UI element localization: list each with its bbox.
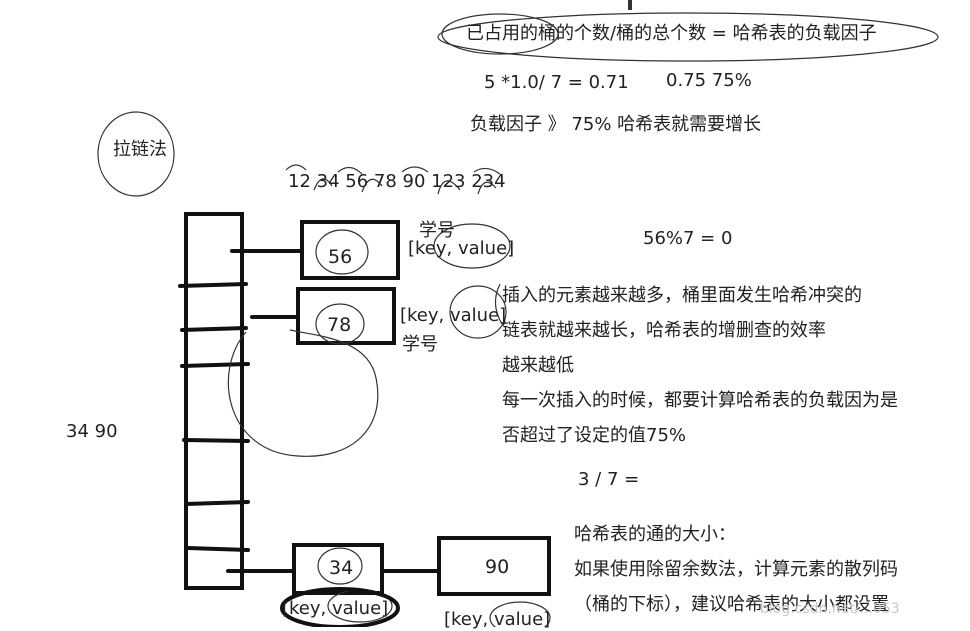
note-line-3: 越来越低: [502, 355, 574, 376]
kv-label-34: [key, value]: [282, 598, 389, 619]
kv-56-circle: [433, 223, 511, 269]
formula-circle-inner: [441, 13, 559, 55]
ratio-label: 3 / 7 =: [578, 469, 640, 490]
kv-label-56: [key, value]: [408, 238, 515, 259]
kv-34-circle-bold: [280, 587, 400, 627]
bucket-dividers: [178, 282, 250, 552]
kv-label-90: [key, value]: [444, 609, 551, 630]
side-keys: 34 90: [66, 421, 118, 442]
size-line-1: 如果使用除留余数法，计算元素的散列码: [574, 559, 898, 580]
link-lines: [226, 249, 441, 573]
node-78-value: 78: [327, 314, 352, 336]
node-90-box: [437, 536, 551, 596]
size-title: 哈希表的通的大小：: [574, 524, 736, 545]
mod-example: 56%7 = 0: [643, 228, 733, 249]
note-line-2: 链表就越来越长，哈希表的增删查的效率: [502, 320, 826, 341]
note-line-1: 插入的元素越来越多，桶里面发生哈希冲突的: [502, 285, 862, 306]
chaining-label: 拉链法: [113, 139, 167, 160]
bucket-scribble: [227, 329, 379, 457]
watermark: blog.csdn.net/...053: [760, 601, 900, 617]
node-90-value: 90: [485, 556, 510, 578]
bucket-array: [184, 212, 244, 590]
note-line-4: 每一次插入的时候，都要计算哈希表的负载因为是: [502, 390, 898, 411]
input-keys: 12 34 56 78 90 123 234: [288, 171, 506, 192]
load-factor-calc: 5 *1.0/ 7 = 0.71: [484, 72, 629, 93]
node-34-value: 34: [329, 557, 354, 579]
formula-circle: [437, 12, 939, 62]
node-56-circle: [315, 229, 369, 275]
node-34-circle: [317, 547, 363, 585]
node-56-value: 56: [328, 246, 353, 268]
size-line-2: （桶的下标），建议哈希表的大小都设置: [574, 594, 889, 615]
node-78-circle: [315, 303, 365, 345]
kv-label-78: [key, value]: [400, 305, 507, 326]
note-line-5: 否超过了设定的值75%: [502, 425, 687, 446]
keys-marks: [285, 164, 501, 195]
growth-rule: 负载因子 》 75% 哈希表就需要增长: [470, 114, 762, 135]
kv-78-circle: [449, 285, 507, 339]
load-factor-threshold: 0.75 75%: [666, 70, 752, 91]
chaining-circle: [97, 111, 175, 197]
load-factor-formula: 已占用的桶的个数/桶的总个数 = 哈希表的负载因子: [466, 23, 877, 44]
handdrawn-annotations: [97, 0, 939, 627]
student-id-label-1: 学号: [419, 220, 455, 241]
student-id-label-2: 学号: [402, 334, 438, 355]
kv-90-circle: [489, 601, 551, 627]
notes-bracket: [494, 283, 503, 325]
